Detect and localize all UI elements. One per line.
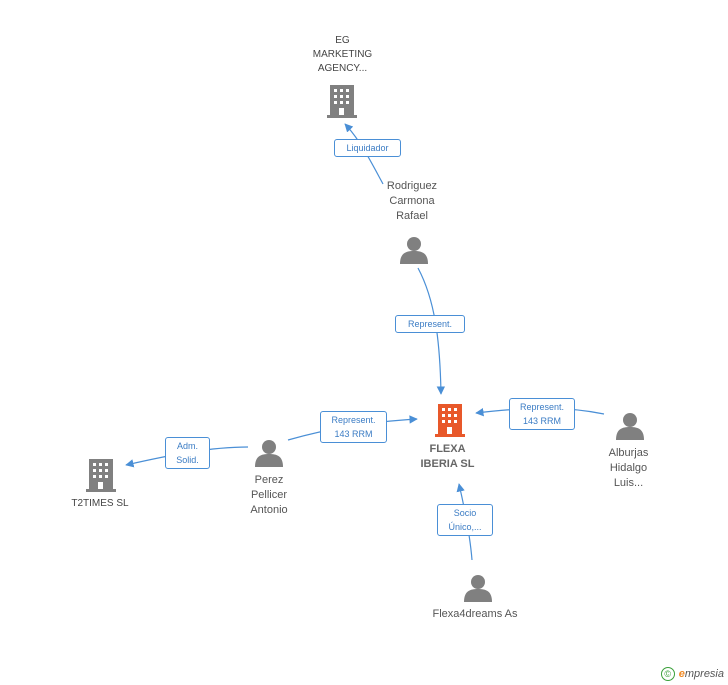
brand-footer: © empresia xyxy=(660,667,724,681)
edge-label-represent-143-rrm[interactable]: Represent. 143 RRM xyxy=(320,411,387,443)
person-icon[interactable] xyxy=(616,413,644,440)
edge-label-represent[interactable]: Represent. xyxy=(395,315,465,333)
node-label-t2times[interactable]: T2TIMES SL xyxy=(71,498,129,509)
node-label-flexa4dreams[interactable]: Flexa4dreams As xyxy=(432,608,518,620)
node-label-eg-marketing[interactable]: EG MARKETING AGENCY... xyxy=(312,35,373,74)
building-icon[interactable] xyxy=(86,459,116,492)
node-label-alburjas[interactable]: Alburjas Hidalgo Luis... xyxy=(608,447,649,489)
edge-label-adm-solid[interactable]: Adm. Solid. xyxy=(165,437,210,469)
edge-label-represent-143-rrm[interactable]: Represent. 143 RRM xyxy=(509,398,575,430)
person-icon[interactable] xyxy=(464,575,492,602)
person-icon[interactable] xyxy=(400,237,428,264)
edge-label-liquidador[interactable]: Liquidador xyxy=(334,139,401,157)
copyright-icon: © xyxy=(660,667,675,681)
node-label-flexa-iberia[interactable]: FLEXA IBERIA SL xyxy=(420,443,475,470)
edge-label-socio-unico[interactable]: Socio Único,... xyxy=(437,504,493,536)
node-label-rodriguez[interactable]: Rodriguez Carmona Rafael xyxy=(386,180,438,222)
brand-logo[interactable]: empresia xyxy=(678,668,724,680)
person-icon[interactable] xyxy=(255,440,283,467)
building-icon[interactable] xyxy=(327,85,357,118)
main-company-building-icon[interactable] xyxy=(435,404,465,437)
node-label-perez[interactable]: Perez Pellicer Antonio xyxy=(250,474,288,516)
